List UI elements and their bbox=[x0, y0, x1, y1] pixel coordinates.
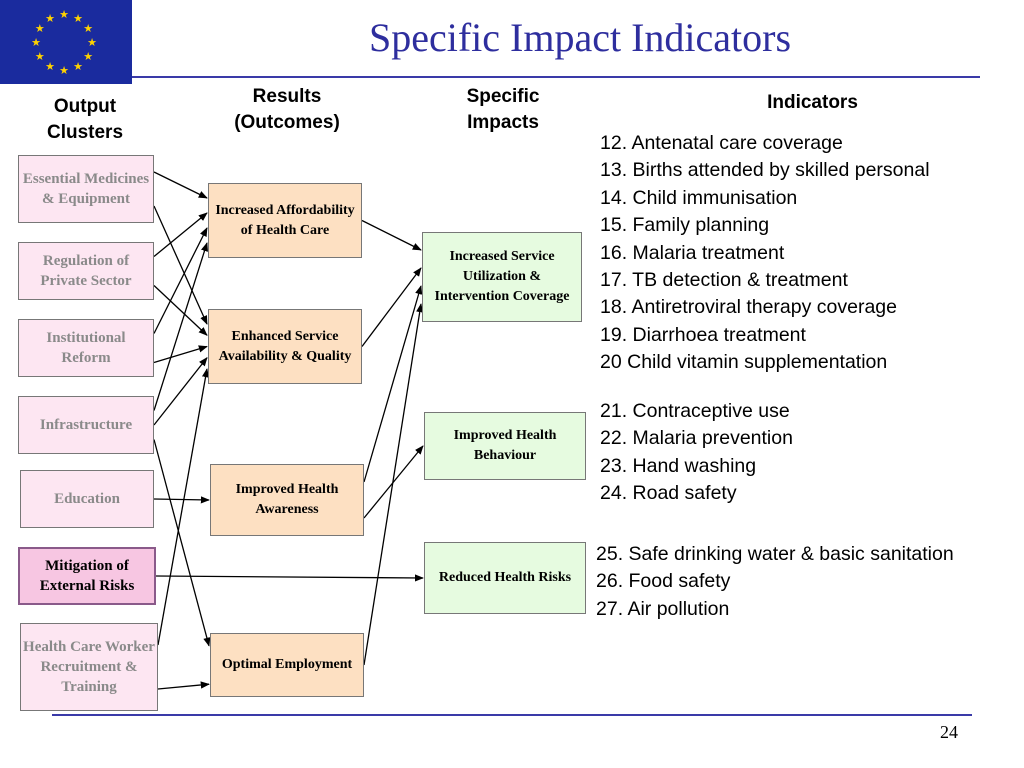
arrow-o2-to-r2 bbox=[153, 285, 208, 336]
arrow-r3-to-i1 bbox=[363, 285, 423, 483]
impact-improved-health-behaviour: Improved Health Behaviour bbox=[424, 412, 586, 480]
indicator-item: 24. Road safety bbox=[600, 482, 737, 505]
indicator-group-2: 21. Contraceptive use 22. Malaria prevent… bbox=[600, 398, 793, 508]
indicator-item: 12. Antenatal care coverage bbox=[600, 132, 843, 154]
flag-star-icon: ★ bbox=[73, 13, 83, 25]
output-label: Institutional Reform bbox=[46, 330, 126, 366]
header-results-line1: Results bbox=[252, 86, 322, 107]
result-label: Optimal Employment bbox=[221, 657, 353, 672]
output-regulation-private-sector: Regulation of Private Sector bbox=[18, 242, 154, 300]
flag-star-icon: ★ bbox=[31, 37, 41, 49]
output-institutional-reform: Institutional Reform bbox=[18, 319, 154, 377]
header-indicators: Indicators bbox=[767, 92, 858, 113]
output-essential-medicines: Essential Medicines & Equipment bbox=[18, 155, 154, 223]
header-output-clusters: Output Clusters bbox=[30, 94, 140, 146]
indicator-item: 21. Contraceptive use bbox=[600, 400, 790, 422]
indicator-item: 23. Hand washing bbox=[600, 454, 757, 477]
flag-star-icon: ★ bbox=[35, 23, 45, 35]
arrow-o5-to-r3 bbox=[153, 496, 210, 504]
header-impacts-line2: Impacts bbox=[467, 112, 539, 133]
header-impacts: Specific Impacts bbox=[440, 84, 566, 136]
arrow-o7-to-r2 bbox=[157, 368, 210, 646]
arrow-o3-to-r2 bbox=[153, 345, 208, 364]
impact-label: Increased Service Utilization & Interven… bbox=[434, 249, 570, 304]
impact-label: Reduced Health Risks bbox=[438, 570, 572, 585]
result-label: Enhanced Service Availability & Quality bbox=[218, 328, 352, 364]
indicator-item: 18. Antiretroviral therapy coverage bbox=[600, 296, 897, 319]
output-infrastructure: Infrastructure bbox=[18, 396, 154, 454]
indicator-item: 25. Safe drinking water & basic sanitati… bbox=[596, 543, 954, 565]
arrow-o3-to-r1 bbox=[153, 227, 208, 334]
impact-label: Improved Health Behaviour bbox=[453, 428, 557, 463]
flag-star-icon: ★ bbox=[59, 9, 69, 21]
result-label: Increased Affordability of Health Care bbox=[215, 202, 355, 238]
output-label: Health Care Worker Recruitment & Trainin… bbox=[23, 639, 155, 695]
output-education: Education bbox=[20, 470, 154, 528]
arrow-o4-to-r1 bbox=[153, 242, 208, 411]
arrow-o7-to-r4 bbox=[157, 681, 210, 690]
output-mitigation-external-risks: Mitigation of External Risks bbox=[18, 547, 156, 605]
output-label: Mitigation of External Risks bbox=[39, 558, 135, 594]
header-results: Results (Outcomes) bbox=[212, 84, 362, 136]
arrow-o4-to-r2 bbox=[153, 357, 208, 426]
result-improved-health-awareness: Improved Health Awareness bbox=[210, 464, 364, 536]
arrow-r4-to-i1 bbox=[363, 303, 424, 666]
header-results-line2: (Outcomes) bbox=[234, 112, 340, 133]
flag-star-icon: ★ bbox=[83, 23, 93, 35]
output-label: Infrastructure bbox=[39, 417, 133, 433]
result-enhanced-service-availability: Enhanced Service Availability & Quality bbox=[208, 309, 362, 384]
flag-star-icon: ★ bbox=[73, 61, 83, 73]
output-label: Regulation of Private Sector bbox=[40, 253, 132, 289]
indicator-item: 13. Births attended by skilled personal bbox=[600, 159, 930, 182]
arrow-r1-to-i1 bbox=[361, 219, 422, 251]
arrow-o1-to-r2 bbox=[153, 205, 208, 325]
flag-star-icon: ★ bbox=[59, 65, 69, 77]
arrow-o4-to-r4 bbox=[153, 439, 211, 647]
indicator-group-1: 12. Antenatal care coverage 13. Births at… bbox=[600, 130, 930, 377]
indicator-item: 22. Malaria prevention bbox=[600, 427, 793, 450]
header-output-line2: Clusters bbox=[46, 122, 124, 143]
flag-star-icon: ★ bbox=[45, 13, 55, 25]
indicator-item: 26. Food safety bbox=[596, 570, 731, 593]
flag-star-icon: ★ bbox=[87, 37, 97, 49]
header-output-line1: Output bbox=[53, 96, 117, 117]
eu-flag-logo: ★★★★★★★★★★★★ bbox=[0, 0, 132, 84]
arrow-o2-to-r1 bbox=[153, 212, 208, 258]
page-title: Specific Impact Indicators bbox=[368, 15, 792, 60]
flag-star-icon: ★ bbox=[83, 51, 93, 63]
flag-star-icon: ★ bbox=[45, 61, 55, 73]
indicator-group-3: 25. Safe drinking water & basic sanitati… bbox=[596, 541, 954, 623]
header-impacts-line1: Specific bbox=[466, 86, 540, 107]
result-label: Improved Health Awareness bbox=[235, 482, 339, 517]
eu-stars-icon: ★★★★★★★★★★★★ bbox=[0, 0, 132, 84]
indicator-item: 20 Child vitamin supplementation bbox=[600, 351, 888, 374]
result-increased-affordability: Increased Affordability of Health Care bbox=[208, 183, 362, 258]
indicator-item: 16. Malaria treatment bbox=[600, 241, 785, 264]
output-label: Education bbox=[54, 491, 120, 507]
output-health-care-worker-training: Health Care Worker Recruitment & Trainin… bbox=[20, 623, 158, 711]
arrow-r2-to-i1 bbox=[361, 267, 422, 347]
output-label: Essential Medicines & Equipment bbox=[22, 171, 150, 207]
indicator-item: 27. Air pollution bbox=[596, 597, 730, 620]
impact-reduced-health-risks: Reduced Health Risks bbox=[424, 542, 586, 614]
indicator-item: 14. Child immunisation bbox=[600, 186, 798, 209]
arrow-o1-to-r1 bbox=[153, 171, 208, 199]
page-number: 24 bbox=[940, 722, 958, 742]
footer-rule bbox=[52, 714, 972, 716]
result-optimal-employment: Optimal Employment bbox=[210, 633, 364, 697]
flag-star-icon: ★ bbox=[35, 51, 45, 63]
title-rule bbox=[132, 76, 980, 78]
impact-increased-service-utilization: Increased Service Utilization & Interven… bbox=[422, 232, 582, 322]
arrow-o6-to-i3 bbox=[155, 574, 424, 582]
indicator-item: 15. Family planning bbox=[600, 214, 770, 237]
indicator-item: 19. Diarrhoea treatment bbox=[600, 323, 806, 346]
indicator-item: 17. TB detection & treatment bbox=[600, 269, 848, 292]
